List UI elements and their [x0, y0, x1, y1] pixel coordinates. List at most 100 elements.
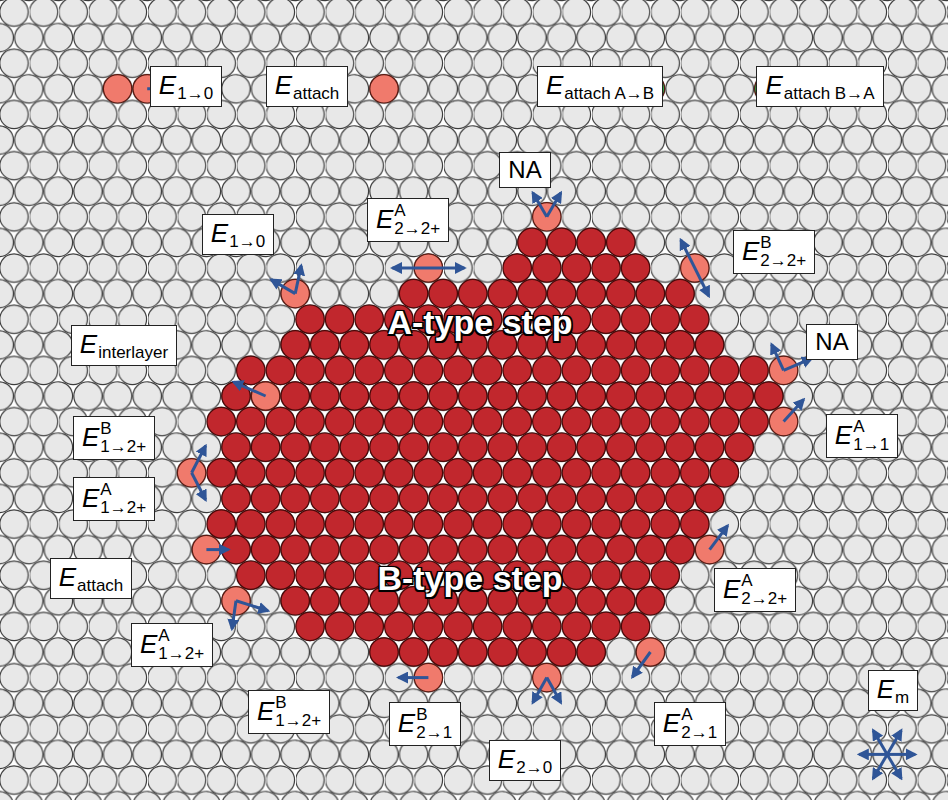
symbol-text: E — [376, 205, 393, 235]
island-atom — [518, 228, 546, 256]
island-atom — [222, 433, 250, 461]
island-atom — [710, 356, 738, 384]
superscript-text: A — [394, 202, 440, 219]
island-atom — [325, 356, 353, 384]
island-atom — [636, 484, 664, 512]
island-atom — [621, 305, 649, 333]
hop-arrow — [873, 754, 887, 778]
island-atom — [755, 382, 783, 410]
island-atom — [340, 484, 368, 512]
island-atom — [207, 510, 235, 538]
island-atom — [251, 433, 279, 461]
hop-arrow — [232, 601, 236, 629]
island-atom — [695, 433, 723, 461]
island-atom — [266, 561, 294, 589]
island-atom — [473, 612, 501, 640]
island-atom — [385, 612, 413, 640]
hop-arrow — [681, 240, 709, 296]
island-atom — [666, 535, 694, 563]
island-atom — [385, 407, 413, 435]
island-atom — [695, 331, 723, 359]
island-atom — [710, 407, 738, 435]
island-atom — [281, 433, 309, 461]
island-atom — [340, 382, 368, 410]
island-atom — [444, 407, 472, 435]
island-atom — [488, 382, 516, 410]
island-atom — [681, 510, 709, 538]
island-atom — [592, 612, 620, 640]
island-atom — [666, 279, 694, 307]
island-atom — [429, 638, 457, 666]
island-atom — [547, 228, 575, 256]
hop-arrow — [887, 730, 901, 754]
hop-arrow — [547, 678, 561, 703]
island-atom — [666, 433, 694, 461]
energy-label-box: Einterlayer — [71, 325, 177, 366]
island-atom — [681, 407, 709, 435]
island-atom — [414, 356, 442, 384]
energy-label-box: E2→0 — [489, 740, 561, 781]
hop-arrows — [147, 89, 915, 779]
island-atom — [429, 484, 457, 512]
energy-label-box: Eattach B→A — [756, 66, 883, 107]
island-atom — [607, 228, 635, 256]
island-atom — [473, 459, 501, 487]
symbol-text: E — [835, 421, 852, 451]
island-atom — [607, 535, 635, 563]
island-atom — [666, 382, 694, 410]
island-atom — [518, 484, 546, 512]
island-atoms — [207, 228, 783, 666]
superscript-text: B — [760, 234, 806, 251]
script-stack: B1→2+ — [100, 420, 146, 455]
symbol-text: E — [765, 71, 782, 101]
subscript-text: 2→2+ — [394, 220, 440, 237]
island-atom — [592, 459, 620, 487]
island-atom — [444, 459, 472, 487]
energy-label-box: EB2→2+ — [733, 230, 815, 274]
island-atom — [429, 433, 457, 461]
subscript-text: interlayer — [98, 344, 168, 361]
energy-label-box: NA — [806, 324, 857, 361]
island-atom — [296, 612, 324, 640]
island-atom — [473, 407, 501, 435]
script-stack: attach A→B — [564, 84, 654, 102]
subscript-text: 1→1 — [853, 436, 889, 453]
energy-label-box: E1→0 — [202, 214, 274, 255]
island-atom — [651, 356, 679, 384]
script-stack: attach B→A — [784, 84, 875, 102]
hop-arrow — [859, 753, 887, 756]
hop-arrow — [772, 344, 784, 370]
island-atom — [562, 407, 590, 435]
adatoms — [103, 75, 812, 692]
island-atom — [325, 510, 353, 538]
island-atom — [355, 305, 383, 333]
island-atom — [385, 459, 413, 487]
energy-label-box: EA1→2+ — [131, 623, 213, 667]
superscript-text: A — [741, 572, 787, 589]
island-atom — [488, 638, 516, 666]
island-atom — [340, 587, 368, 615]
island-atom — [636, 331, 664, 359]
energy-label-box: EA1→2+ — [73, 477, 155, 521]
island-atom — [577, 331, 605, 359]
energy-label-box: EB2→1 — [389, 702, 461, 746]
script-stack: A1→1 — [853, 418, 889, 453]
island-atom — [311, 331, 339, 359]
island-atom — [725, 433, 753, 461]
island-atom — [488, 484, 516, 512]
island-atom — [533, 612, 561, 640]
subscript-text: attach — [77, 577, 123, 594]
island-atom — [266, 356, 294, 384]
island-atom — [473, 510, 501, 538]
island-atom — [503, 459, 531, 487]
island-atom — [636, 587, 664, 615]
island-atom — [222, 484, 250, 512]
subscript-text: 2→1 — [416, 724, 452, 741]
island-atom — [621, 510, 649, 538]
island-atom — [636, 433, 664, 461]
symbol-text: E — [80, 330, 97, 360]
island-atom — [695, 382, 723, 410]
island-atom — [251, 484, 279, 512]
island-atom — [577, 279, 605, 307]
